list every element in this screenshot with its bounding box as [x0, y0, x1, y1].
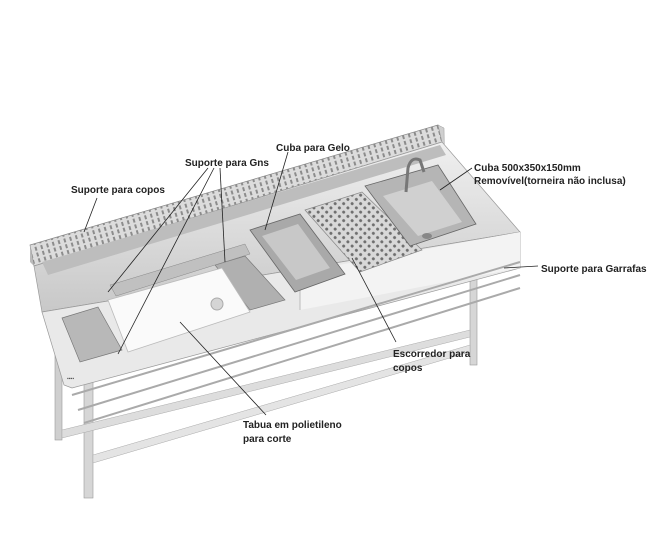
label-cuba-removivel: Removível(torneira não inclusa) [474, 176, 626, 187]
brand-logo: ▪▪▪▪ [67, 376, 74, 382]
label-suporte-garrafas: Suporte para Garrafas [541, 264, 647, 275]
cutting-board [107, 267, 251, 353]
label-suporte-copos: Suporte para copos [71, 185, 165, 196]
label-cuba-gelo: Cuba para Gelo [276, 143, 350, 154]
label-escorredor-2: copos [393, 363, 423, 374]
label-tabua-1: Tabua em polietileno [243, 420, 342, 431]
label-tabua-2: para corte [243, 434, 292, 445]
label-cuba-size: Cuba 500x350x150mm [474, 163, 581, 174]
faucet-icon [404, 157, 426, 193]
gn-pan-left [61, 306, 123, 363]
glass-drainer [304, 191, 423, 273]
label-escorredor-1: Escorredor para [393, 349, 471, 360]
bottle-rails [71, 261, 521, 424]
label-suporte-gns: Suporte para Gns [185, 158, 269, 169]
legs [54, 264, 478, 499]
leader-lines [83, 151, 539, 416]
